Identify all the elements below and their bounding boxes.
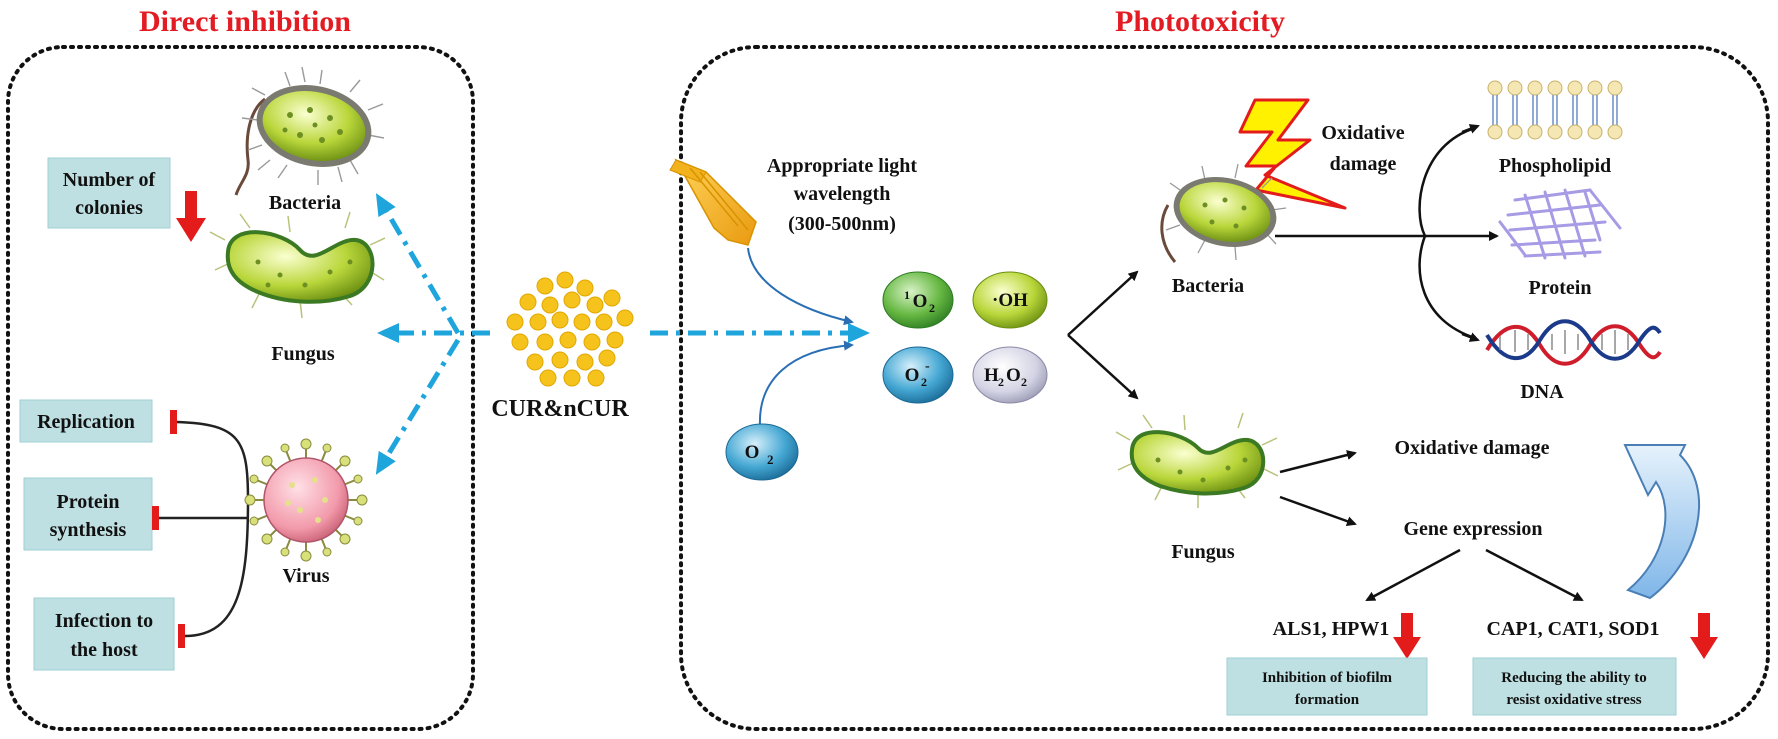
fungus-icon-left xyxy=(210,212,385,318)
biofilm-line2: formation xyxy=(1295,692,1360,708)
light-to-ros-arrow xyxy=(748,248,852,322)
o2-base: O xyxy=(745,442,760,463)
peroxide-h: H xyxy=(984,365,999,386)
dna-icon xyxy=(1487,321,1660,364)
fungus-to-oxidative-arrow xyxy=(1280,453,1355,472)
oxidative-damage-label: Oxidative damage xyxy=(1395,437,1550,459)
infection-inhibit-bar xyxy=(178,624,185,648)
stress-line2: resist oxidative stress xyxy=(1506,692,1641,708)
fungus-label-right: Fungus xyxy=(1171,541,1235,563)
gene-expression-label: Gene expression xyxy=(1403,518,1542,540)
light-label-line3: (300-500nm) xyxy=(788,213,896,235)
superoxide-base: O xyxy=(905,365,920,386)
singlet-oxygen-base: O xyxy=(913,291,928,312)
ros-to-bacteria-arrow xyxy=(1068,272,1137,335)
stress-line1: Reducing the ability to xyxy=(1501,670,1646,686)
light-label-line1: Appropriate light xyxy=(767,155,918,177)
fungus-icon-right xyxy=(1116,413,1278,508)
number-of-colonies-box: Number of colonies xyxy=(48,158,170,228)
bacteria-icon-left xyxy=(236,67,384,195)
ros-singlet-oxygen: 1 O 2 xyxy=(883,272,953,328)
infection-box: Infection to the host xyxy=(34,598,174,670)
infection-line2: the host xyxy=(70,639,138,661)
infection-line1: Infection to xyxy=(55,610,153,632)
virus-label: Virus xyxy=(282,565,329,587)
ros-hydroxyl: ·OH xyxy=(973,272,1047,328)
singlet-oxygen-sup: 1 xyxy=(904,288,910,302)
arrow-to-phospholipid xyxy=(1462,126,1478,132)
light-label-line2: wavelength xyxy=(794,183,891,205)
stress-down-arrow xyxy=(1690,613,1718,659)
protein-synthesis-inhibit-bar xyxy=(152,506,159,530)
ros-superoxide: O 2 - xyxy=(883,347,953,403)
phospholipid-icon xyxy=(1488,81,1622,139)
superoxide-sup: - xyxy=(925,359,930,374)
superoxide-sub: 2 xyxy=(921,375,927,389)
biofilm-line1: Inhibition of biofilm xyxy=(1262,670,1393,686)
oxygen-molecule: O 2 xyxy=(726,424,798,480)
phospholipid-label: Phospholipid xyxy=(1499,155,1611,177)
colonies-down-arrow xyxy=(176,191,206,242)
o2-to-ros-arrow xyxy=(760,345,852,426)
biofilm-down-arrow xyxy=(1393,613,1421,659)
title-phototoxicity: Phototoxicity xyxy=(1115,5,1285,38)
hydroxyl-label: ·OH xyxy=(992,290,1028,311)
ros-to-fungus-arrow xyxy=(1068,335,1137,398)
curcumin-particles-icon xyxy=(507,272,633,386)
singlet-oxygen-sub: 2 xyxy=(929,301,935,315)
replication-box: Replication xyxy=(20,400,152,442)
compound-label: CUR&nCUR xyxy=(491,396,629,422)
peroxide-o-sub: 2 xyxy=(1021,375,1027,389)
protein-label: Protein xyxy=(1529,277,1592,299)
oxidative-targets-bracket xyxy=(1420,128,1475,338)
protein-icon xyxy=(1500,190,1620,258)
fungus-to-gene-arrow xyxy=(1280,497,1355,524)
protein-synthesis-line1: Protein xyxy=(57,491,120,513)
stress-box: Reducing the ability to resist oxidative… xyxy=(1473,658,1676,715)
colonies-line2: colonies xyxy=(75,197,143,219)
gene-to-als-arrow xyxy=(1367,550,1460,600)
peroxide-o: O xyxy=(1006,365,1021,386)
oxidative-damage-bacteria-line1: Oxidative xyxy=(1321,122,1404,144)
virus-icon xyxy=(245,439,367,561)
bacteria-label-right: Bacteria xyxy=(1172,275,1244,297)
genes-stress-label: CAP1, CAT1, SOD1 xyxy=(1487,618,1660,640)
dna-label: DNA xyxy=(1520,381,1564,403)
oxidative-damage-bacteria-line2: damage xyxy=(1330,153,1397,175)
ros-hydrogen-peroxide: H 2 O 2 xyxy=(973,347,1047,403)
biofilm-box: Inhibition of biofilm formation xyxy=(1227,658,1427,715)
o2-sub: 2 xyxy=(767,452,774,467)
genes-biofilm-label: ALS1, HPW1 xyxy=(1273,618,1390,640)
replication-inhibit-bar xyxy=(170,410,177,434)
protein-synthesis-line2: synthesis xyxy=(50,519,127,541)
colonies-line1: Number of xyxy=(63,169,156,191)
curved-feedback-arrow xyxy=(1625,445,1699,598)
gene-to-cap-arrow xyxy=(1486,550,1582,600)
peroxide-h-sub: 2 xyxy=(998,375,1004,389)
title-direct-inhibition: Direct inhibition xyxy=(139,5,351,38)
protein-synthesis-box: Protein synthesis xyxy=(24,478,152,550)
fungus-label-left: Fungus xyxy=(271,343,335,365)
bacteria-label-left: Bacteria xyxy=(269,192,341,214)
replication-label: Replication xyxy=(37,411,135,433)
